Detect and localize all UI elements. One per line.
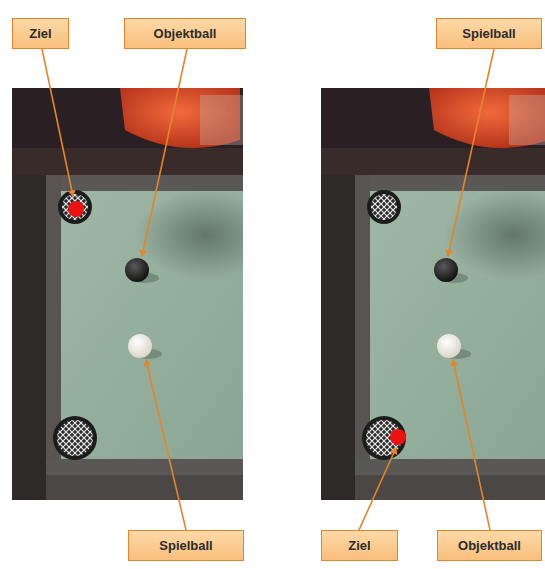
- label-text: Spielball: [159, 538, 212, 553]
- photo-right: [321, 88, 545, 500]
- leader-lines: [42, 49, 494, 530]
- label-box: Ziel: [12, 18, 69, 49]
- label-box: Ziel: [321, 530, 398, 561]
- target-dot: [390, 429, 406, 445]
- label-box: Objektball: [437, 530, 542, 561]
- label-box: Spielball: [436, 18, 542, 49]
- label-text: Ziel: [348, 538, 370, 553]
- label-text: Objektball: [154, 26, 217, 41]
- label-box: Spielball: [128, 530, 244, 561]
- photo-left: [12, 88, 243, 500]
- label-text: Objektball: [458, 538, 521, 553]
- label-box: Objektball: [124, 18, 246, 49]
- label-text: Ziel: [29, 26, 51, 41]
- label-text: Spielball: [462, 26, 515, 41]
- target-dot: [68, 201, 84, 217]
